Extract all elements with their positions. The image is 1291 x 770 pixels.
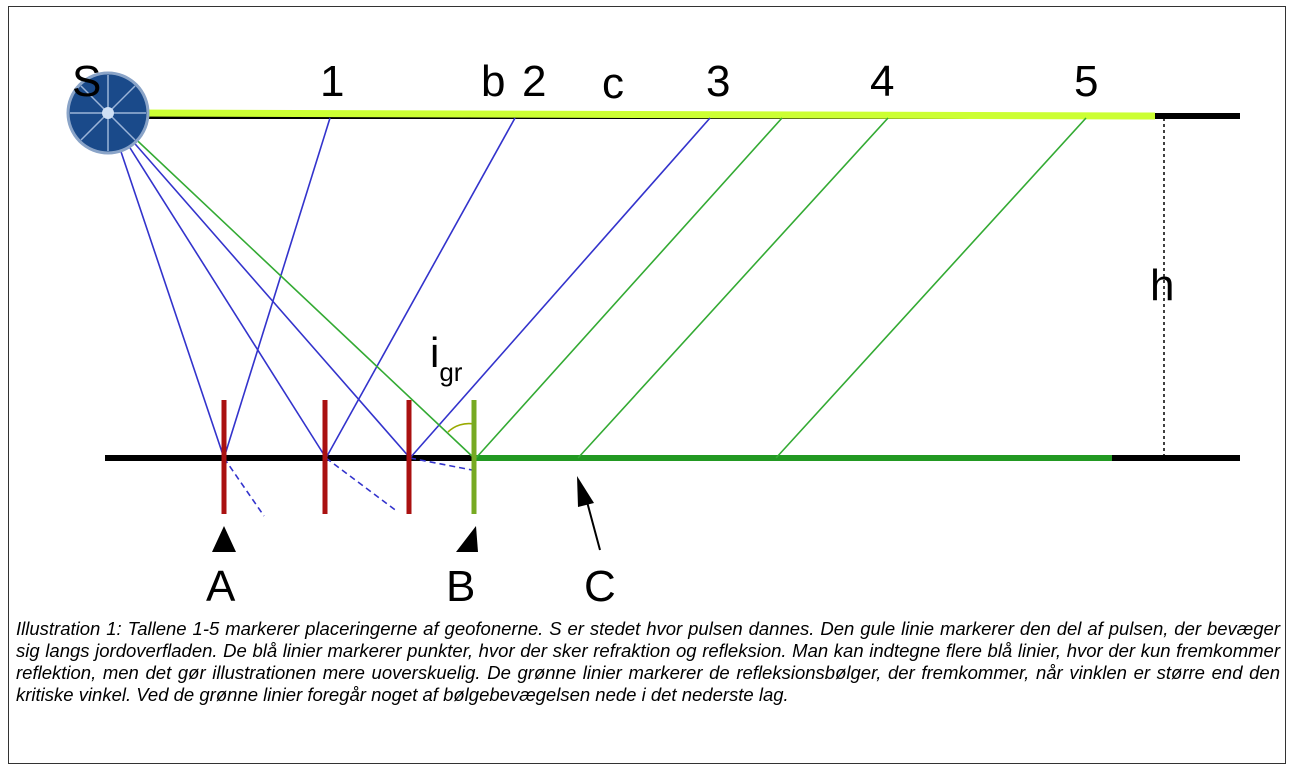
geophone-label-3: 3 — [706, 57, 731, 106]
ray-c-up — [409, 117, 711, 459]
ray-b-refract — [325, 457, 399, 513]
ray-b-up — [325, 117, 516, 459]
source-label: S — [72, 57, 102, 106]
figure-caption: Illustration 1: Tallene 1-5 markerer pla… — [16, 618, 1280, 705]
geophone-label-4: 4 — [870, 57, 895, 106]
arrow-c-shaft — [585, 497, 601, 551]
ray-b-down — [107, 112, 327, 459]
ray-a-down — [107, 112, 225, 459]
critical-angle-arc — [447, 422, 475, 433]
critical-angle-label: igr — [430, 329, 462, 386]
critical-ray-down — [107, 112, 475, 459]
marker-label-a: A — [206, 562, 236, 611]
ray-a-up — [223, 117, 331, 459]
critical-ray-up-2 — [577, 117, 889, 459]
marker-label-b: B — [446, 562, 476, 611]
critical-angle-sub: gr — [439, 357, 463, 387]
geophone-label-5: 5 — [1074, 57, 1099, 106]
surface-wave-yellow — [111, 109, 1156, 120]
critical-ray-up-1 — [475, 117, 783, 459]
arrow-a — [212, 526, 236, 552]
green-rays — [107, 112, 1087, 459]
red-markers — [221, 400, 412, 514]
ray-c-down — [107, 112, 411, 459]
blue-rays — [107, 112, 711, 517]
geophone-label-1: 1 — [320, 57, 345, 106]
ray-c-refract — [409, 457, 473, 471]
geophone-label-c: c — [602, 59, 624, 108]
arrow-c-head — [577, 476, 594, 507]
critical-ray-up-3 — [775, 117, 1087, 459]
seismic-diagram — [66, 71, 1240, 552]
critical-angle-main: i — [430, 329, 440, 376]
geophone-label-b: b — [481, 57, 506, 106]
arrow-b — [456, 526, 478, 552]
source-icon — [66, 71, 150, 155]
depth-label: h — [1150, 261, 1175, 310]
geophone-label-2: 2 — [522, 57, 547, 106]
ray-a-refract — [223, 457, 265, 517]
marker-label-c: C — [584, 562, 616, 611]
